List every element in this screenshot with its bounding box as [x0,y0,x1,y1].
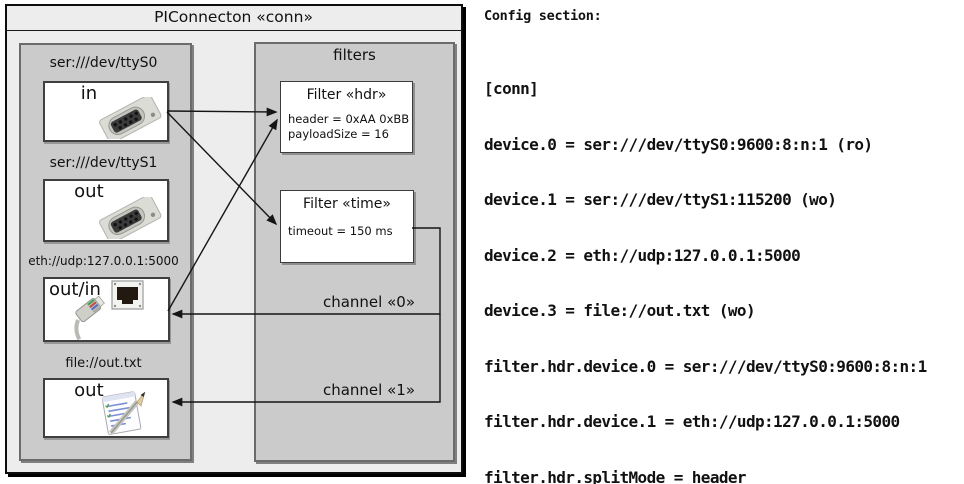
config-line: filter.hdr.device.1 = eth://udp:127.0.0.… [484,412,900,431]
serial-connector-icon [99,197,162,239]
config-line: device.3 = file://out.txt (wo) [484,301,756,320]
device-label-file: file://out.txt [65,356,142,371]
filter-property: payloadSize = 16 [288,126,389,141]
filter-property: timeout = 150 ms [288,224,393,238]
ethernet-icon [74,280,144,340]
device-direction: in [80,83,98,104]
device-box-ttyS0: in [43,81,169,142]
filter-title: Filter «time» [303,196,391,212]
config-line: filter.hdr.device.0 = ser:///dev/ttyS0:9… [484,356,927,376]
filter-box-hdr: Filter «hdr» header = 0xAA 0xBB payloadS… [280,81,413,153]
filter-box-time: Filter «time» timeout = 150 ms [280,190,414,263]
config-line: [conn] [484,79,539,98]
config-line: device.2 = eth://udp:127.0.0.1:5000 [484,245,801,265]
device-box-file: out [43,378,169,438]
channel-0-label: channel «0» [322,293,415,311]
config-line: filter.hdr.splitMode = header [484,467,747,484]
filter-property: header = 0xAA 0xBB [288,112,410,126]
device-direction: out [74,380,104,401]
device-direction: out/in [49,279,101,300]
config-line: device.0 = ser:///dev/ttyS0:9600:8:n:1 (… [484,134,873,154]
config-heading: Config section: [484,8,602,24]
filter-title: Filter «hdr» [306,87,387,103]
device-box-eth: out/in [43,277,170,342]
filters-group-title: filters [333,46,376,64]
device-box-ttyS1: out [43,179,169,242]
channel-1-label: channel «1» [322,381,415,399]
component-title: PIConnecton «conn» [5,5,462,31]
serial-connector-icon [99,97,162,139]
config-text: [conn] device.0 = ser:///dev/ttyS0:9600:… [484,43,936,484]
device-label-ttyS0: ser:///dev/ttyS0 [49,55,158,71]
device-label-ttyS1: ser:///dev/ttyS1 [49,155,158,171]
notepad-icon [101,391,146,435]
config-line: device.1 = ser:///dev/ttyS1:115200 (wo) [484,190,837,209]
device-direction: out [74,181,104,202]
device-label-eth: eth://udp:127.0.0.1:5000 [28,254,179,268]
